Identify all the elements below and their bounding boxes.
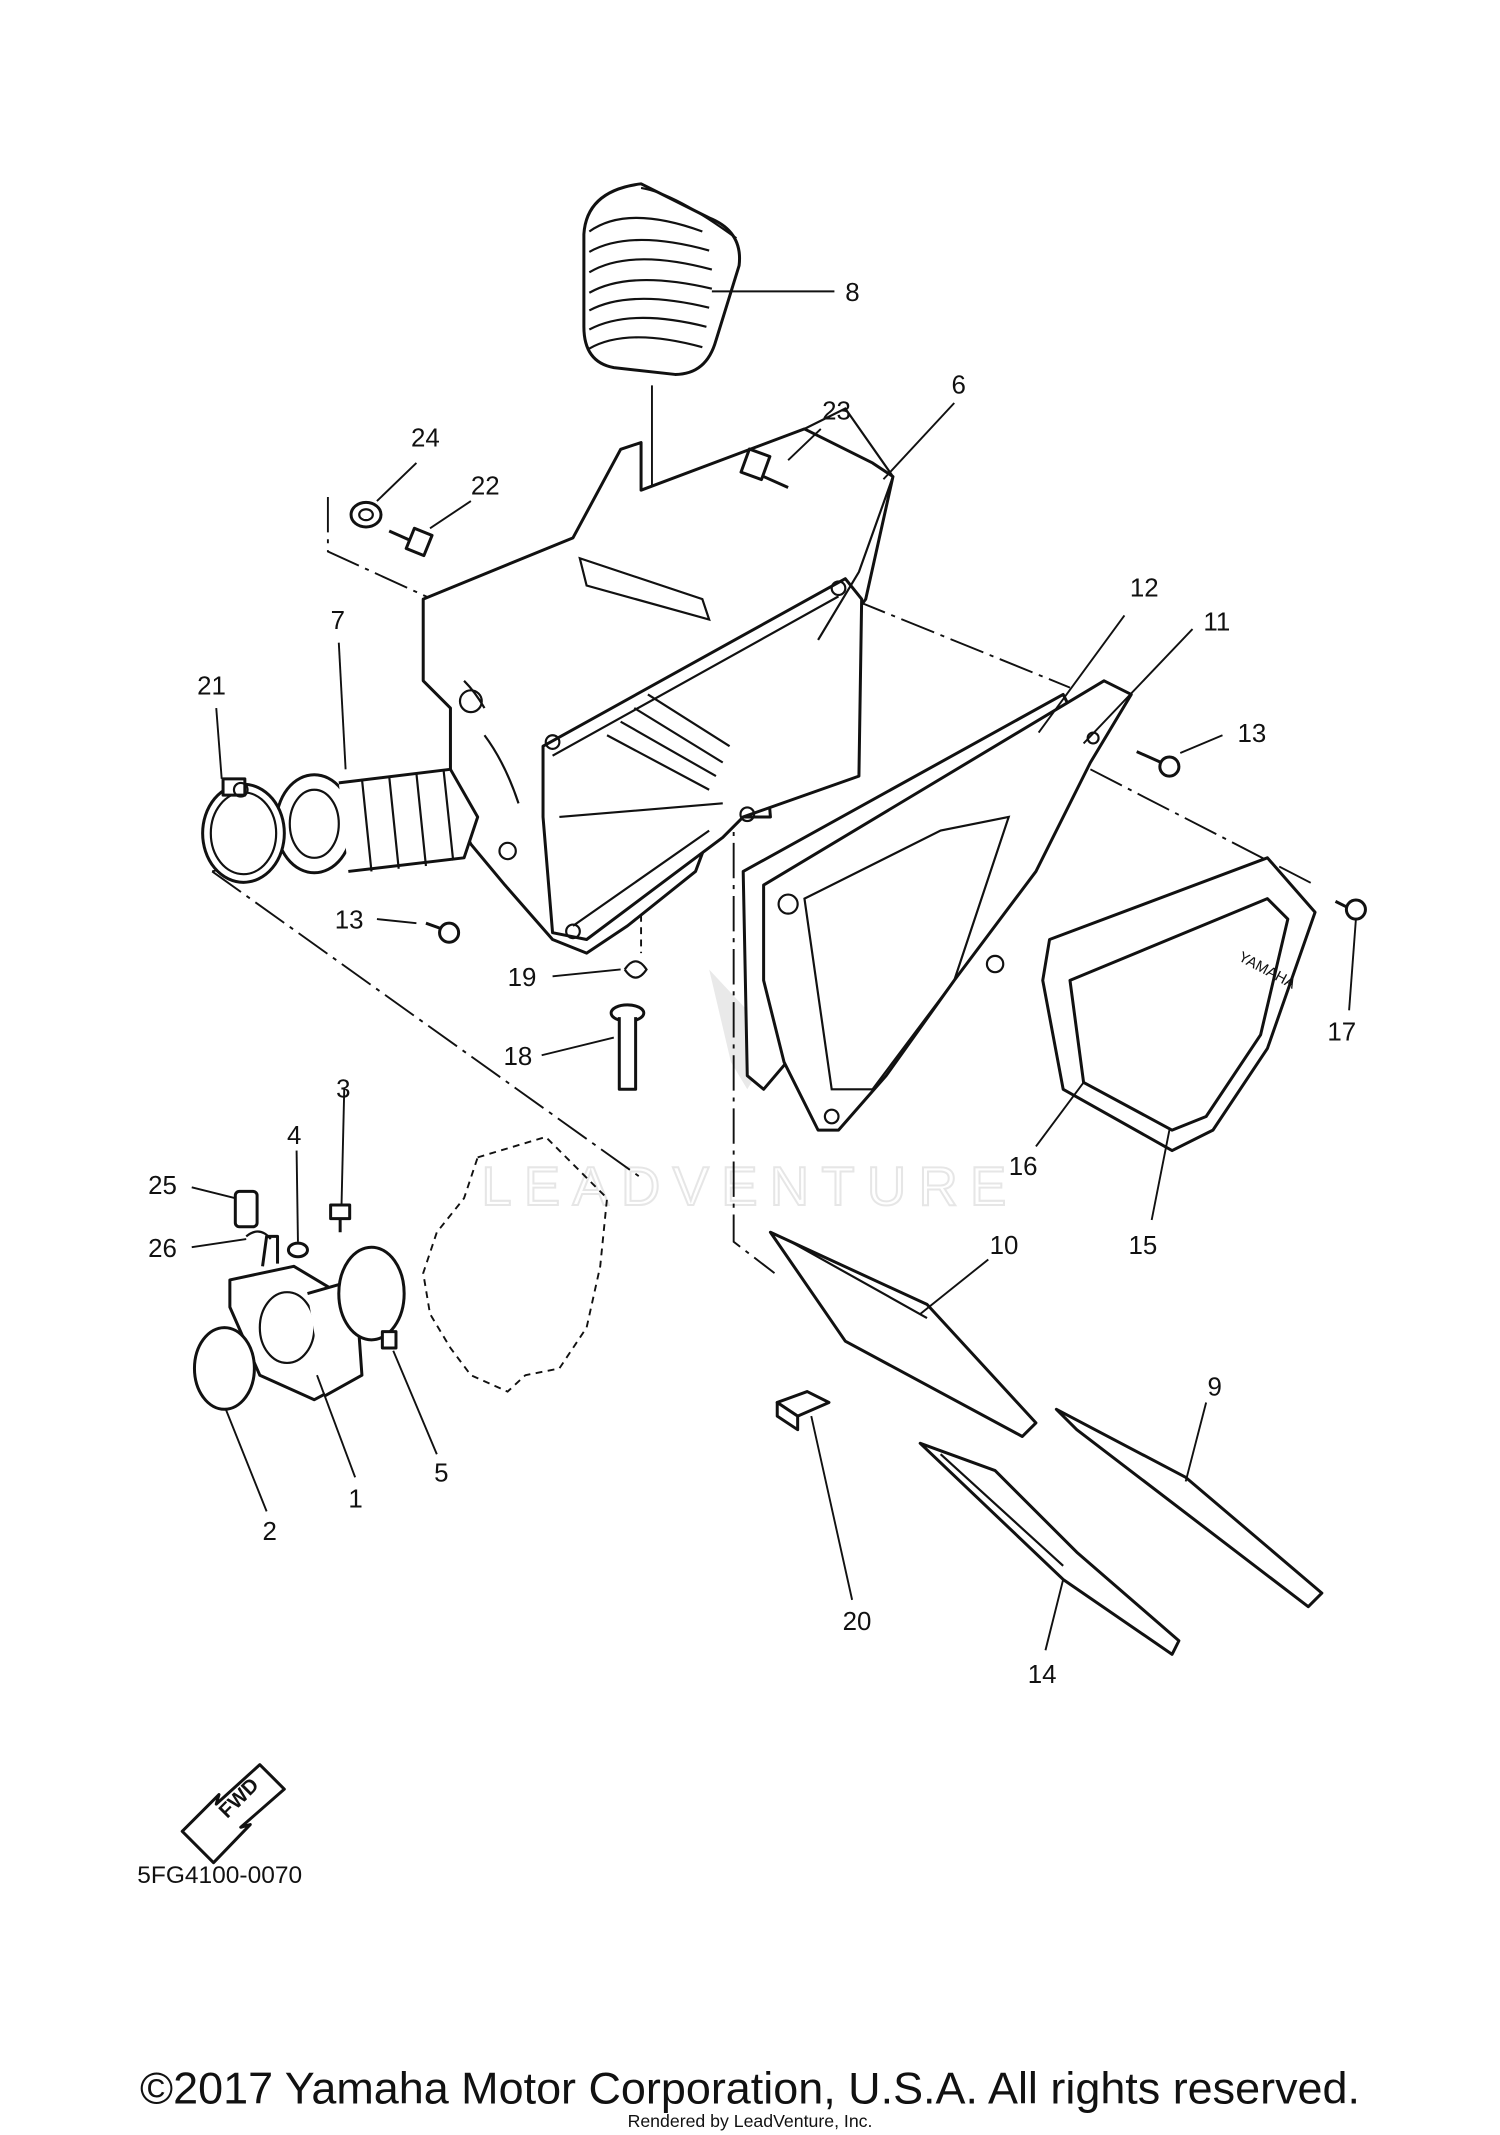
callout-13-upper: 13: [1237, 720, 1266, 748]
callout-17: 17: [1327, 1018, 1356, 1046]
forward-arrow-icon: FWD: [180, 1763, 286, 1865]
clip-19: [623, 960, 648, 979]
bolt-23: [739, 447, 789, 489]
callout-20: 20: [843, 1608, 872, 1636]
callout-13-lower: 13: [335, 907, 364, 935]
clamp-5: [337, 1245, 406, 1350]
collar-24: [349, 500, 383, 529]
clip-26: [245, 1230, 272, 1240]
callout-19: 19: [508, 964, 537, 992]
callout-26: 26: [148, 1235, 177, 1263]
sponge-20: [775, 1390, 831, 1432]
callout-25: 25: [148, 1172, 177, 1200]
copyright-notice: ©2017 Yamaha Motor Corporation, U.S.A. A…: [140, 2063, 1360, 2114]
callout-labels: 8 23 6 24 22 7 21 12 11 13 13 17 19 18 1…: [148, 279, 1356, 1689]
screw-13-upper: [1136, 750, 1181, 778]
callout-11: 11: [1203, 608, 1230, 636]
callout-2: 2: [263, 1518, 277, 1546]
callout-3: 3: [336, 1075, 350, 1103]
filter-element-10: [768, 1230, 1038, 1438]
diagram-code: 5FG4100-0070: [137, 1862, 302, 1889]
callout-5: 5: [434, 1459, 448, 1487]
callout-18: 18: [504, 1043, 533, 1071]
callout-8: 8: [845, 279, 859, 307]
callout-6: 6: [952, 372, 966, 400]
callout-1: 1: [348, 1485, 362, 1513]
pipe-25: [233, 1189, 259, 1229]
screw-17: [1334, 898, 1367, 921]
leader-lines: [191, 290, 1357, 1651]
drain-pipe-18: [609, 1003, 646, 1091]
carburetor-phantom: [422, 1135, 609, 1393]
callout-4: 4: [287, 1122, 301, 1150]
air-box-6: [421, 407, 895, 955]
callout-21: 21: [197, 672, 226, 700]
callout-10: 10: [990, 1232, 1019, 1260]
o-ring-2: [192, 1326, 256, 1411]
callout-23: 23: [822, 397, 851, 425]
clamp-21: [201, 777, 286, 884]
screw-3: [329, 1203, 352, 1233]
washer-4: [286, 1241, 309, 1259]
callout-9: 9: [1208, 1374, 1222, 1402]
callout-24: 24: [411, 425, 440, 453]
filter-case-cover-15: YAMAHA: [1068, 897, 1298, 1132]
callout-7: 7: [331, 607, 345, 635]
callout-12: 12: [1130, 574, 1159, 602]
callout-15: 15: [1129, 1232, 1158, 1260]
rendered-by-notice: Rendered by LeadVenture, Inc.: [628, 2111, 873, 2131]
bolt-22: [388, 526, 434, 558]
filter-element-9: [1054, 1407, 1324, 1609]
callout-14: 14: [1028, 1661, 1057, 1689]
intake-boot-8: [582, 182, 742, 376]
air-joint-7: [274, 767, 480, 875]
screw-13-lower: [425, 921, 461, 944]
callout-16: 16: [1009, 1153, 1038, 1181]
watermark-text: LEADVENTURE: [481, 1156, 1018, 1217]
callout-22: 22: [471, 472, 500, 500]
